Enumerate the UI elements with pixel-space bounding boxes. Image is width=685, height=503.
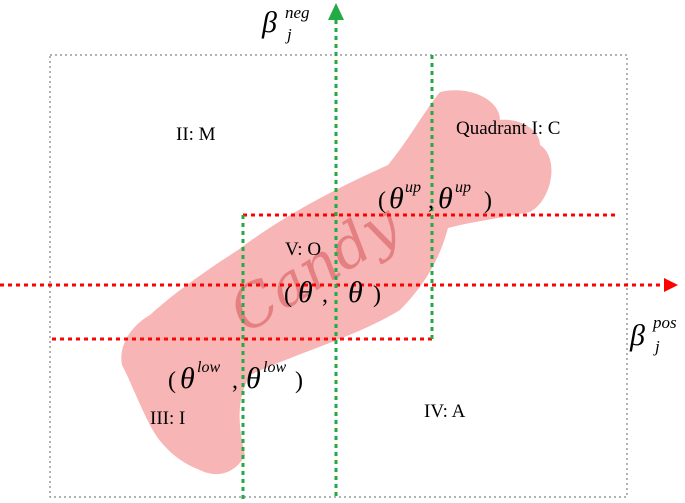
quadrant-3-label: III: I: [150, 408, 185, 429]
comma: ,: [322, 282, 328, 308]
lower-point-label: ( θ low , θ low ): [168, 359, 303, 395]
paren-close: ): [295, 368, 303, 394]
paren-close: ): [373, 282, 381, 308]
upper-sup-1: up: [405, 179, 421, 196]
center-point-label: ( θ , θ ): [284, 276, 381, 309]
candy-blob: [121, 90, 552, 475]
x-axis-label: β pos j: [629, 313, 677, 356]
y-axis-label-sub: j: [285, 25, 292, 44]
upper-theta-1: θ: [389, 182, 404, 215]
quadrant-2-label: II: M: [176, 124, 216, 145]
candy-shape: Candy: [121, 90, 552, 475]
comma: ,: [428, 188, 434, 214]
lower-theta-2: θ: [246, 362, 261, 395]
paren-open: (: [168, 368, 176, 394]
lower-sup-2: low: [263, 359, 286, 376]
center-theta-1: θ: [298, 276, 313, 309]
quadrant-1-label: Quadrant I: C: [456, 118, 560, 139]
quadrant-4-label: IV: A: [424, 401, 466, 422]
paren-open: (: [284, 282, 292, 308]
x-axis-arrowhead: [664, 278, 678, 292]
y-axis-label-sup: neg: [285, 3, 310, 22]
paren-close: ): [484, 188, 492, 214]
y-axis-label: β neg j: [261, 3, 310, 44]
outer-border: [49, 54, 628, 498]
lower-theta-1: θ: [180, 362, 195, 395]
upper-point-label: ( θ up , θ up ): [378, 179, 492, 215]
upper-sup-2: up: [455, 179, 471, 196]
center-theta-2: θ: [348, 276, 363, 309]
lower-sup-1: low: [197, 359, 220, 376]
x-axis-label-base: β: [629, 319, 645, 352]
paren-open: (: [378, 188, 386, 214]
y-axis-arrowhead: [328, 3, 344, 20]
upper-theta-2: θ: [438, 182, 453, 215]
y-axis-label-base: β: [261, 6, 277, 39]
region-5-label: V: O: [285, 239, 321, 260]
x-axis-label-sub: j: [653, 337, 660, 356]
comma: ,: [232, 368, 238, 394]
x-axis-label-sup: pos: [652, 313, 677, 332]
